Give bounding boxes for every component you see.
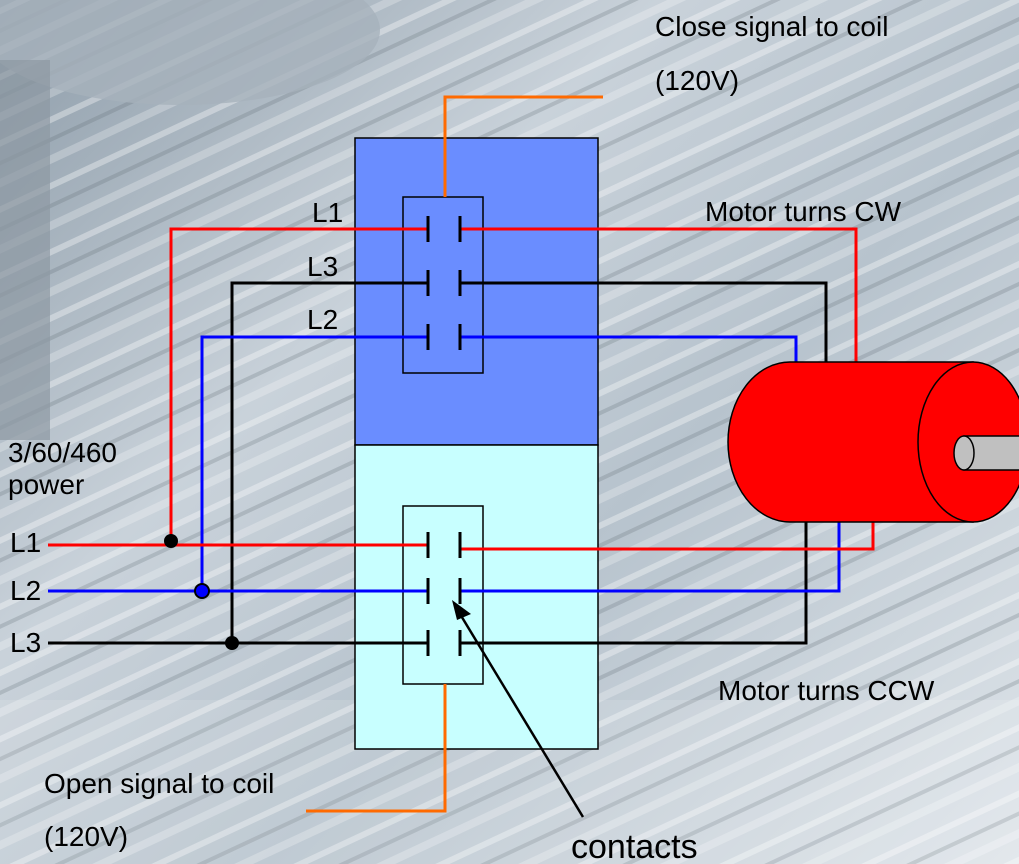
l2-reverse-to-motor [460,522,841,593]
l1-junction-dot [164,534,178,548]
l2-tap-to-forward [200,335,428,591]
l1-reverse-to-motor [460,522,875,551]
l2-wires [48,335,841,593]
motor-shaft-end [953,435,975,471]
input-l3-label: L3 [10,627,41,658]
l3-junction-dot [225,636,239,650]
signal-wires [306,95,603,813]
l1-wires [48,227,875,551]
open-signal-voltage: (120V) [44,821,128,852]
motor-ccw-label: Motor turns CCW [718,675,935,706]
l3-reverse-to-motor [460,522,808,645]
upper-l2-label: L2 [307,304,338,335]
contacts-label: contacts [571,828,698,864]
l1-forward-to-motor [460,227,858,362]
forward-contact-group [402,196,484,374]
reverse-contactor-box [354,444,599,750]
contact-bars [426,216,462,656]
open-signal-label: Open signal to coil [44,768,274,799]
upper-l1-label: L1 [312,197,343,228]
contacts-arrow [452,600,585,818]
input-l1-label: L1 [10,527,41,558]
l2-forward-to-motor [460,335,798,362]
close-signal-wire [443,95,603,197]
reverse-contact-group [402,505,484,685]
power-label-line2: power [8,469,84,500]
close-signal-label: Close signal to coil [655,11,888,42]
motor-body [727,361,974,523]
motor-cw-label: Motor turns CW [705,196,902,227]
l3-forward-to-motor [460,281,828,362]
forward-contactor-box [354,137,599,446]
l3-tap-to-forward [230,281,428,643]
power-label-line1: 3/60/460 [8,437,117,468]
input-l2-label: L2 [10,575,41,606]
close-signal-voltage: (120V) [655,65,739,96]
open-signal-wire [306,684,447,813]
l1-tap-to-forward [169,227,428,545]
junction-dots [164,534,239,650]
l2-junction-dot [194,583,210,599]
upper-l3-label: L3 [307,251,338,282]
labels: Close signal to coil (120V) Motor turns … [8,11,935,864]
motor [727,361,1019,523]
